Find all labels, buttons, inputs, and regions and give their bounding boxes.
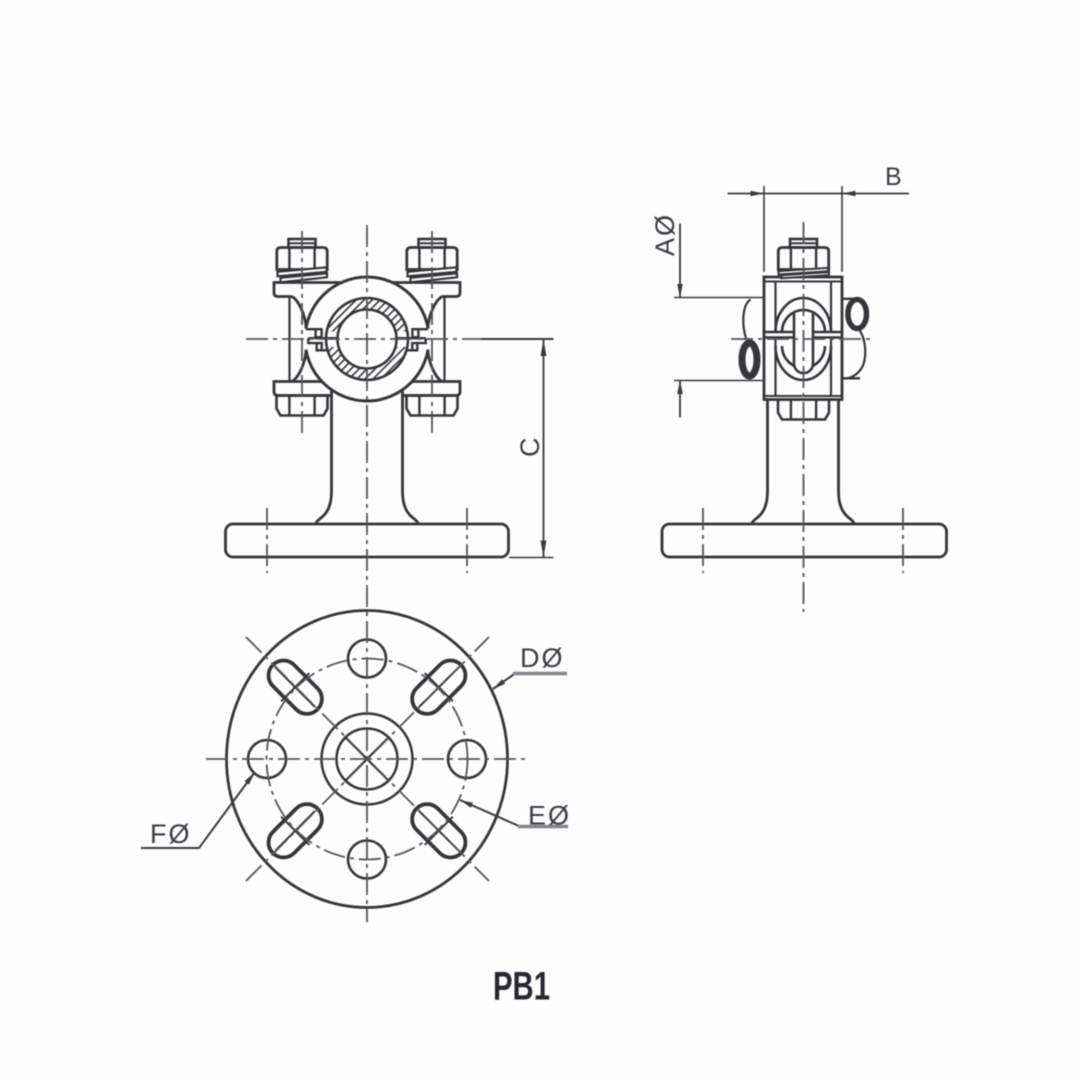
svg-text:C: C	[515, 436, 545, 458]
svg-text:DØ: DØ	[520, 643, 565, 673]
svg-text:AØ: AØ	[650, 213, 680, 256]
svg-text:FØ: FØ	[150, 819, 192, 849]
svg-text:EØ: EØ	[528, 801, 571, 831]
svg-text:PB1: PB1	[493, 965, 550, 1009]
svg-text:B: B	[885, 163, 904, 191]
